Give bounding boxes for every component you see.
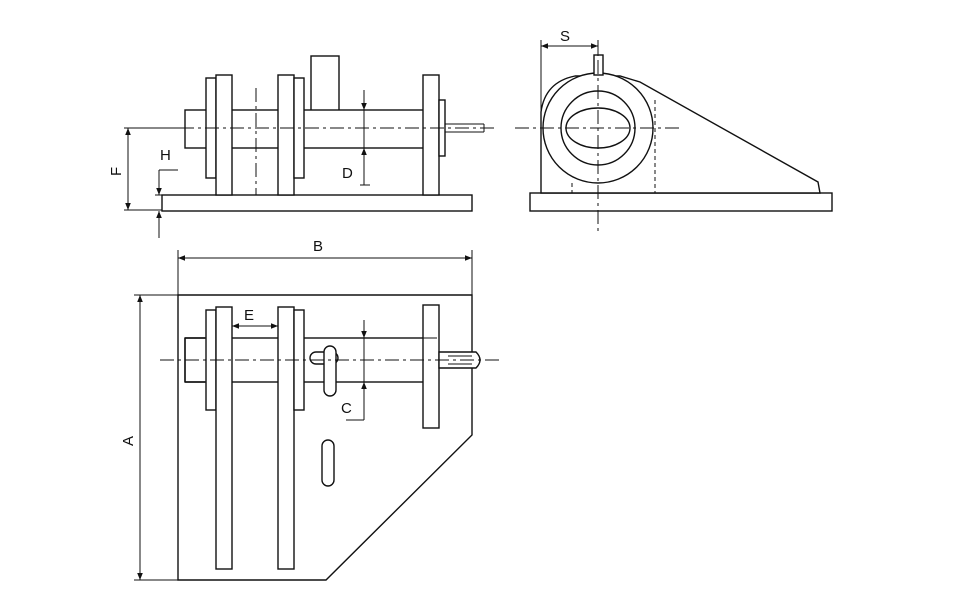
label-h: H <box>160 147 171 164</box>
top-slot-2 <box>321 439 335 487</box>
top-view: B A E C <box>120 238 500 581</box>
front-view: D F H <box>108 55 495 238</box>
top-flange-3 <box>422 304 440 429</box>
front-flange-2 <box>215 74 233 196</box>
label-d: D <box>342 165 353 182</box>
label-b: B <box>313 238 323 255</box>
side-base-plate <box>529 192 833 212</box>
front-base-plate <box>161 194 473 212</box>
front-flange-5 <box>422 74 440 196</box>
label-s: S <box>560 28 570 45</box>
top-leg-2 <box>277 306 295 570</box>
label-e: E <box>244 307 254 324</box>
front-top-block <box>310 55 340 113</box>
label-a: A <box>120 436 137 446</box>
top-key <box>323 345 337 397</box>
top-leg-1 <box>215 306 233 570</box>
label-c: C <box>341 400 352 417</box>
front-flange-3 <box>277 74 295 196</box>
side-view: S <box>515 28 833 235</box>
label-f: F <box>108 167 125 176</box>
